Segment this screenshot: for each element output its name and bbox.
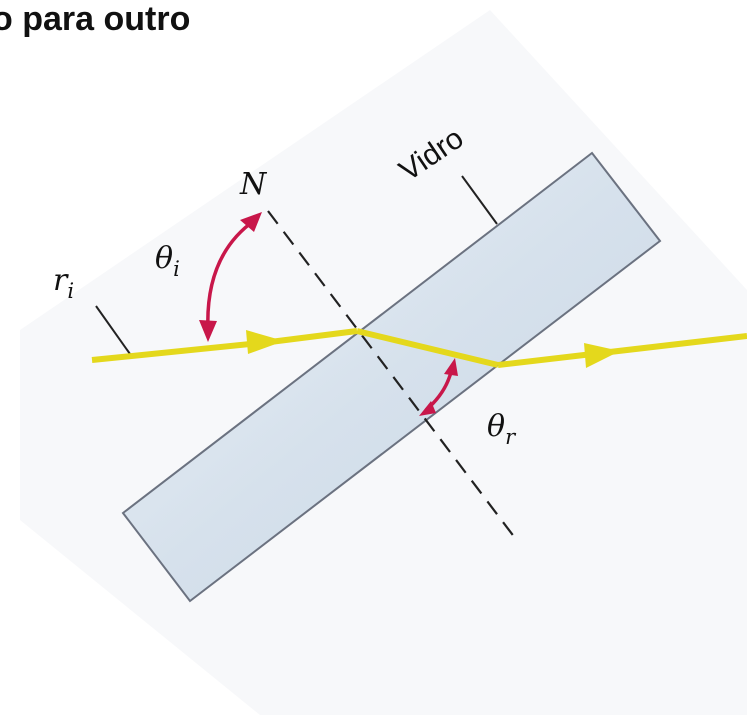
normal-line [267, 210, 516, 539]
refracted-angle-subscript: r [505, 425, 517, 449]
emergent-ray [497, 333, 747, 368]
incident-angle-arrowhead-bottom [199, 320, 217, 342]
incident-ray-label: ri [53, 263, 74, 303]
incident-ray-leader-line [95, 305, 131, 355]
medium-leader-line [461, 175, 498, 225]
incident-ray-arrowhead [246, 330, 284, 354]
refracted-angle-symbol: θ [487, 409, 505, 444]
incident-ray-segment [269, 328, 358, 345]
refracted-angle-arrowhead-top [444, 358, 458, 376]
page-heading: o para outro [0, 0, 190, 38]
incident-ray-subscript: i [67, 279, 74, 303]
refracted-ray [356, 328, 499, 368]
incident-angle-arc [206, 218, 257, 331]
emergent-ray-arrowhead [584, 343, 620, 368]
incident-ray-symbol: r [53, 263, 69, 298]
refracted-angle-arrowhead-bottom [419, 401, 436, 416]
refracted-angle-label: θr [487, 409, 517, 449]
normal-label: N [239, 167, 268, 202]
glass-slab [121, 151, 662, 603]
incident-ray [91, 339, 271, 363]
incident-angle-label: θi [155, 241, 180, 281]
incident-angle-arrowhead-top [240, 212, 262, 232]
incident-angle-subscript: i [173, 257, 180, 281]
incident-angle-symbol: θ [155, 241, 173, 276]
